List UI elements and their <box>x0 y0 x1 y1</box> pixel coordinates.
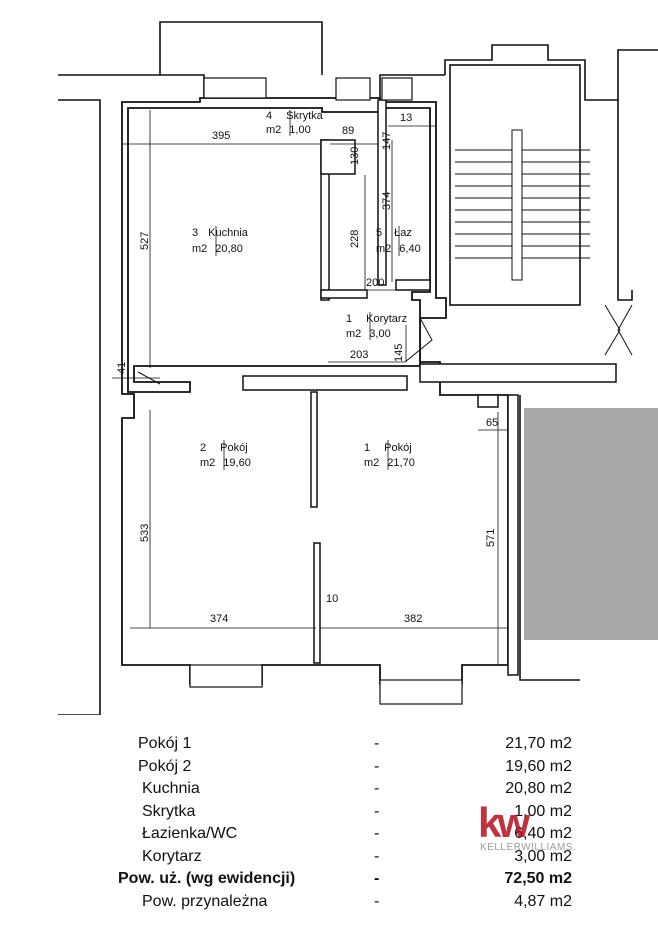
area-dash: - <box>374 735 380 752</box>
area-dash: - <box>374 825 380 842</box>
area-row: Łazienka/WC - 6,40 m2 <box>138 823 578 846</box>
dim-527: 527 <box>139 232 151 250</box>
dim-395: 395 <box>212 130 230 142</box>
area-value: 3,00 m2 <box>514 847 572 865</box>
area-value: 19,60 m2 <box>505 757 572 775</box>
dim-203: 203 <box>350 349 368 361</box>
staircase-outline <box>444 44 658 101</box>
area-name: Skrytka <box>142 802 196 820</box>
window-bottom-left <box>189 664 263 688</box>
extra-area-value: 4,87 m2 <box>514 892 572 910</box>
kw-logo-text: KELLERWILLIAMS. <box>480 842 577 853</box>
area-name: Łazienka/WC <box>142 825 238 842</box>
area-row: Kuchnia - 20,80 m2 <box>138 778 578 801</box>
apartment-inner-wall <box>127 107 431 393</box>
wall-between-rooms-lower <box>313 542 321 664</box>
wall-kitchen-south <box>320 289 368 299</box>
outer-line-right <box>617 100 633 301</box>
door-staircase <box>604 304 621 356</box>
wall-bath-south <box>395 279 431 291</box>
wall-storage <box>320 139 356 175</box>
wall-rooms-top <box>242 375 408 391</box>
window-top-kitchen <box>203 77 267 99</box>
dim-13: 13 <box>400 112 412 124</box>
window-top-bath-1 <box>335 77 371 101</box>
dim-228: 228 <box>349 230 361 248</box>
area-row: Pokój 1 - 21,70 m2 <box>138 733 578 756</box>
terrace-area <box>524 408 658 640</box>
dim-571: 571 <box>485 529 497 547</box>
staircase-well <box>449 64 581 306</box>
keller-williams-logo: kw KELLERWILLIAMS. <box>478 802 598 862</box>
area-row: Skrytka - 1,00 m2 <box>138 801 578 824</box>
dim-374-bath: 374 <box>381 192 393 210</box>
area-value: 1,00 m2 <box>514 802 572 820</box>
door-staircase-2 <box>617 304 633 356</box>
area-value: 6,40 m2 <box>514 825 572 842</box>
dim-533: 533 <box>139 524 151 542</box>
dim-41: 41 <box>116 362 128 374</box>
door-entrance <box>404 317 433 363</box>
terrace-wall <box>477 394 499 408</box>
area-value: 21,70 m2 <box>505 735 572 752</box>
neighbour-outline-top <box>159 21 323 75</box>
area-name: Pokój 2 <box>138 757 192 775</box>
area-name: Pokój 1 <box>138 735 192 752</box>
extra-area-row: Pow. przynależna - 4,87 m2 <box>138 891 578 914</box>
area-summary-table: Pokój 1 - 21,70 m2 Pokój 2 - 19,60 m2 Ku… <box>118 733 578 914</box>
area-row: Korytarz - 3,00 m2 <box>138 846 578 869</box>
total-area-name: Pow. uż. (wg ewidencji) <box>118 870 296 887</box>
area-name: Korytarz <box>142 847 202 865</box>
dim-374: 374 <box>210 613 228 625</box>
area-dash: - <box>374 780 380 797</box>
dim-145: 145 <box>393 344 405 362</box>
kw-logo-mark: kw <box>478 799 530 846</box>
extra-area-dash: - <box>374 892 380 910</box>
extra-area-name: Pow. przynależna <box>142 892 268 910</box>
wall-right-inner <box>507 394 519 676</box>
window-top-bath-2 <box>381 77 413 101</box>
wall-between-rooms-upper <box>310 391 318 508</box>
dim-200: 200 <box>366 277 384 289</box>
area-name: Kuchnia <box>142 780 200 797</box>
outer-line-left <box>58 99 101 715</box>
total-area-row: Pow. uż. (wg ewidencji) - 72,50 m2 <box>118 868 578 891</box>
area-value: 20,80 m2 <box>505 780 572 797</box>
area-row: Pokój 2 - 19,60 m2 <box>138 756 578 779</box>
area-dash: - <box>374 757 380 775</box>
window-bottom-right <box>379 679 463 705</box>
dim-147: 147 <box>381 132 393 150</box>
outer-line-right-lower <box>519 395 580 681</box>
dim-382: 382 <box>404 613 422 625</box>
dim-89: 89 <box>342 125 354 137</box>
area-dash: - <box>374 802 380 820</box>
area-dash: - <box>374 847 380 865</box>
dim-10: 10 <box>326 593 338 605</box>
dim-130: 130 <box>349 147 361 165</box>
total-area-dash: - <box>374 870 380 887</box>
wall-rooms-top-right <box>419 363 617 383</box>
dim-65: 65 <box>486 417 498 429</box>
total-area-value: 72,50 m2 <box>504 870 572 887</box>
